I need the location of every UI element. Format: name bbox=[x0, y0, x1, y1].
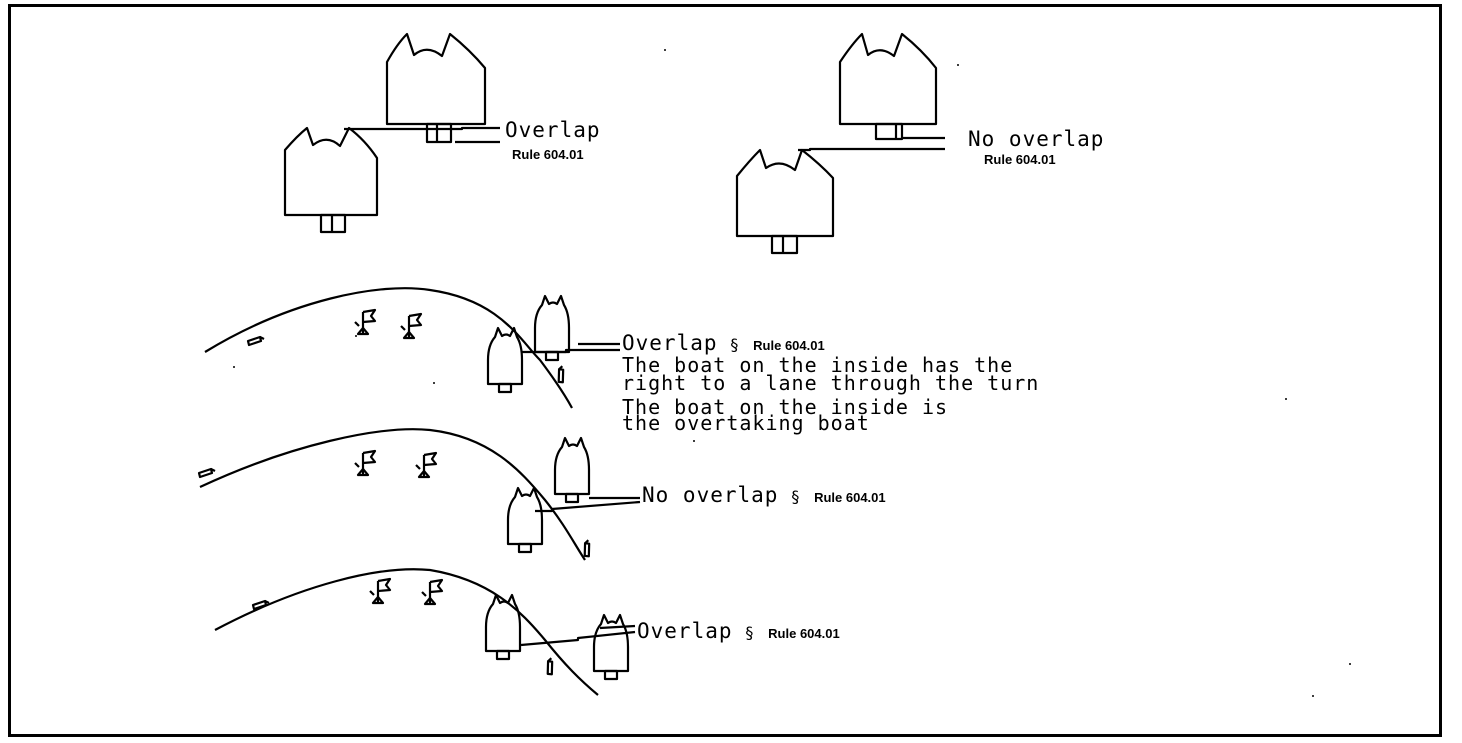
no-overlap-line-behind bbox=[798, 147, 945, 152]
no-overlap-line-turn2-b bbox=[535, 500, 641, 513]
boat-turn1-inside bbox=[486, 326, 524, 394]
direction-arrow-2b bbox=[579, 538, 596, 559]
turn1-note-line2: right to a lane through the turn bbox=[622, 371, 1040, 395]
turn1-note-line4: the overtaking boat bbox=[622, 411, 870, 435]
overlap-line-turn3 bbox=[520, 630, 636, 647]
turn2-title: No overlap bbox=[642, 483, 779, 507]
buoy-flag-2a bbox=[353, 449, 377, 477]
direction-arrow-1b bbox=[553, 364, 570, 385]
turn3-title: Overlap bbox=[637, 619, 733, 643]
direction-arrow-3b bbox=[542, 656, 559, 677]
boat-turn1-outside bbox=[533, 294, 571, 362]
turn3-title-row: Overlap § Rule 604.01 bbox=[637, 619, 840, 646]
boat-turn2-inside bbox=[506, 486, 544, 554]
turn1-title-row: Overlap § Rule 604.01 bbox=[622, 331, 825, 358]
no-overlap-label-top: No overlap bbox=[968, 127, 1105, 151]
direction-arrow-2a bbox=[197, 467, 217, 479]
turn1-title: Overlap bbox=[622, 331, 718, 355]
scan-specks bbox=[233, 49, 1351, 697]
boat-top-right-behind bbox=[735, 148, 835, 255]
buoy-flag-3a bbox=[368, 577, 392, 605]
turn-course-3 bbox=[214, 568, 599, 696]
overlap-label-top: Overlap bbox=[505, 118, 601, 142]
turn1-note-line3: The boat on the inside is bbox=[622, 395, 949, 419]
rule-label-top-right: Rule 604.01 bbox=[984, 152, 1056, 167]
buoy-flag-1a bbox=[353, 308, 377, 336]
overlap-line-turn1 bbox=[522, 348, 620, 354]
turn-course-2 bbox=[199, 428, 586, 561]
overlap-line-turn3-2 bbox=[599, 624, 636, 630]
direction-arrow-1a bbox=[246, 335, 266, 347]
turn3-rule: Rule 604.01 bbox=[768, 626, 840, 641]
boat-turn3-inside bbox=[484, 593, 522, 661]
boat-turn3-outside bbox=[592, 613, 630, 681]
section-symbol-2: § bbox=[790, 487, 801, 506]
turn1-rule: Rule 604.01 bbox=[753, 338, 825, 353]
section-symbol-1: § bbox=[729, 335, 740, 354]
rule-label-top-left: Rule 604.01 bbox=[512, 147, 584, 162]
turn1-note-line1: The boat on the inside has the bbox=[622, 353, 1014, 377]
buoy-flag-3b bbox=[420, 578, 444, 606]
section-symbol-3: § bbox=[744, 623, 755, 642]
boat-top-left-ahead bbox=[385, 32, 487, 144]
boat-top-left-behind bbox=[283, 126, 379, 234]
direction-arrow-3a bbox=[251, 599, 271, 611]
buoy-flag-1b bbox=[399, 312, 423, 340]
buoy-flag-2b bbox=[414, 451, 438, 479]
overlap-line-top bbox=[344, 126, 500, 131]
turn-course-1 bbox=[204, 287, 573, 409]
turn2-rule: Rule 604.01 bbox=[814, 490, 886, 505]
boat-top-right-ahead bbox=[838, 32, 938, 141]
turn2-title-row: No overlap § Rule 604.01 bbox=[642, 483, 886, 510]
boat-turn2-outside bbox=[553, 436, 591, 504]
